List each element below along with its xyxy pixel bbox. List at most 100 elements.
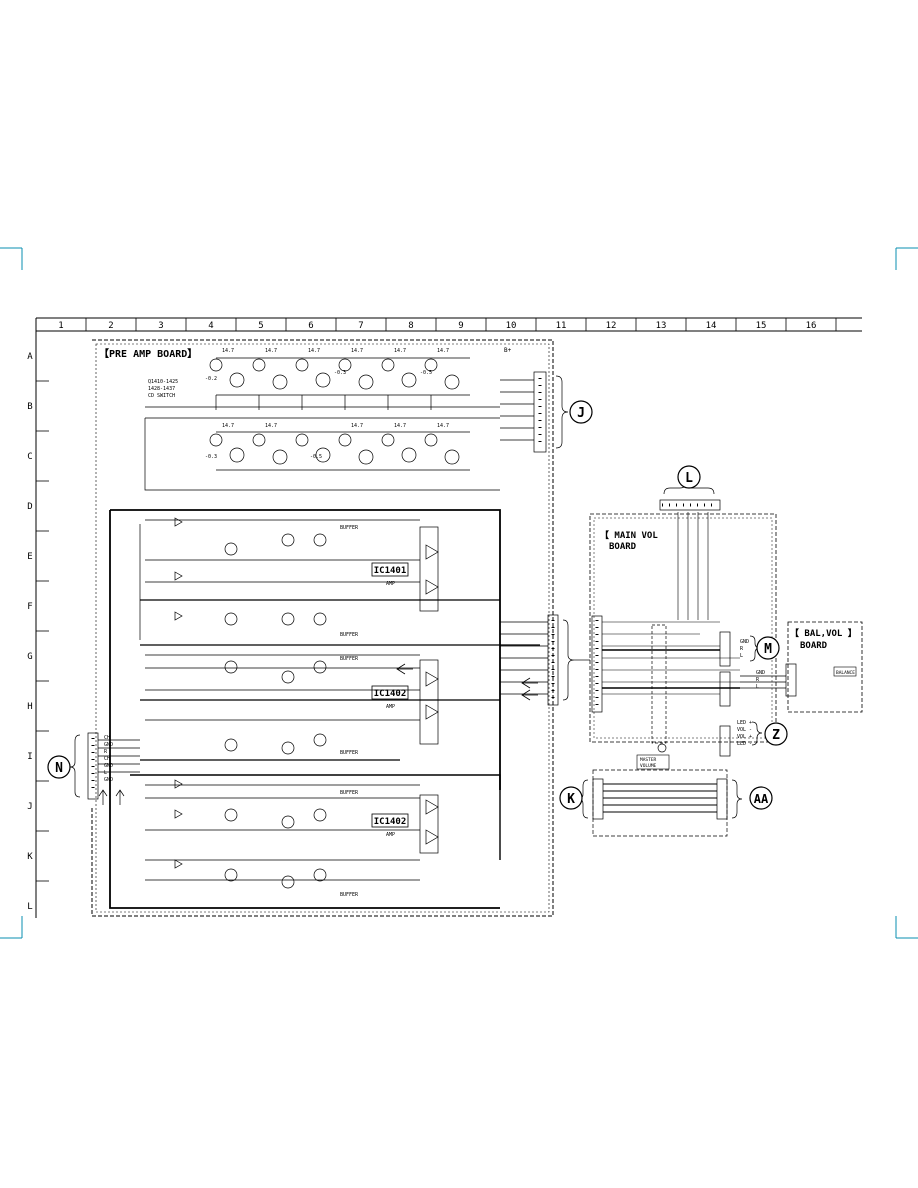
connector-k-label: K bbox=[567, 792, 575, 807]
transistor-row-2 bbox=[144, 417, 500, 491]
svg-text:14.7: 14.7 bbox=[308, 348, 320, 354]
connector-aa-label: AA bbox=[754, 792, 769, 806]
col-label: 1 bbox=[58, 321, 63, 331]
connector-z-bracket bbox=[751, 721, 763, 746]
svg-text:14.7: 14.7 bbox=[222, 348, 234, 354]
amp-block-3 bbox=[145, 779, 439, 889]
board-corner-mark: B+ bbox=[504, 347, 512, 354]
buffer-label: BUFFER bbox=[340, 525, 359, 531]
bal-vol-pins: GND R L bbox=[756, 670, 765, 690]
row-label: B bbox=[27, 402, 32, 412]
connector-z-label: Z bbox=[772, 728, 780, 743]
col-label: 11 bbox=[556, 321, 567, 331]
connector-aa: AA bbox=[749, 786, 773, 810]
transistor-row-1 bbox=[145, 357, 500, 410]
svg-text:VOL +: VOL + bbox=[737, 734, 752, 740]
amp-block-1 bbox=[139, 517, 439, 640]
svg-text:GND: GND bbox=[104, 742, 113, 748]
amp-block-2 bbox=[145, 654, 439, 755]
connector-l-label: L bbox=[685, 471, 693, 486]
svg-text:L: L bbox=[104, 770, 107, 776]
svg-text:L: L bbox=[756, 684, 759, 690]
col-label: 5 bbox=[258, 321, 263, 331]
pre-amp-board bbox=[91, 339, 554, 917]
bal-vol-board bbox=[740, 621, 863, 713]
svg-text:R: R bbox=[756, 677, 760, 683]
connector-pre-to-main bbox=[500, 614, 590, 706]
row-label: J bbox=[27, 802, 32, 812]
svg-text:VOL -: VOL - bbox=[737, 727, 752, 733]
bal-vol-board-title: 【 BAL,VOL 】 bbox=[790, 628, 857, 639]
buffer-label: BUFFER bbox=[340, 790, 359, 796]
connector-m-pins: GND R L bbox=[740, 639, 749, 659]
col-label: 7 bbox=[358, 321, 363, 331]
svg-text:-0.5: -0.5 bbox=[420, 370, 432, 376]
amp-label: AMP bbox=[386, 704, 395, 710]
connector-l: L bbox=[677, 465, 701, 489]
connector-z-pins: LED + VOL - VOL + LED - bbox=[737, 720, 752, 747]
svg-text:14.7: 14.7 bbox=[437, 348, 449, 354]
col-label: 4 bbox=[208, 321, 213, 331]
switch-note: Q1410-1425 bbox=[148, 379, 178, 385]
col-label: 9 bbox=[458, 321, 463, 331]
svg-text:-0.3: -0.3 bbox=[205, 454, 217, 460]
ic1401-label: IC1401 bbox=[374, 566, 407, 576]
col-label: 8 bbox=[408, 321, 413, 331]
buffer-label: BUFFER bbox=[340, 632, 359, 638]
main-vol-board-title: 【 MAIN VOL bbox=[600, 530, 658, 541]
row-label: C bbox=[27, 452, 32, 462]
row-label: E bbox=[27, 552, 32, 562]
svg-text:-0.3: -0.3 bbox=[334, 370, 346, 376]
col-label: 3 bbox=[158, 321, 163, 331]
row-label: L bbox=[27, 902, 32, 912]
voltage-labels-row-2: 14.7 14.7 14.7 14.7 14.7 -0.3 -0.5 bbox=[205, 423, 449, 460]
master-volume-label: MASTER bbox=[640, 757, 657, 763]
svg-text:LED +: LED + bbox=[737, 720, 752, 726]
col-label: 12 bbox=[606, 321, 617, 331]
svg-text:L: L bbox=[740, 653, 743, 659]
k-aa-board bbox=[577, 769, 743, 837]
row-label: A bbox=[27, 352, 33, 362]
svg-text:14.7: 14.7 bbox=[351, 348, 363, 354]
buffer-label: BUFFER bbox=[340, 656, 359, 662]
col-label: 2 bbox=[108, 321, 113, 331]
svg-text:GND: GND bbox=[104, 777, 113, 783]
svg-text:LED -: LED - bbox=[737, 741, 752, 747]
ic1401-box bbox=[371, 562, 409, 577]
amp-label: AMP bbox=[386, 832, 395, 838]
column-labels: 1 2 3 4 5 6 7 8 9 10 11 12 13 14 15 16 bbox=[58, 321, 816, 331]
svg-text:-0.2: -0.2 bbox=[205, 376, 217, 382]
bal-vol-board-title: BOARD bbox=[800, 641, 828, 651]
connector-j-label: J bbox=[577, 406, 585, 421]
col-label: 16 bbox=[806, 321, 817, 331]
buffer-label: BUFFER bbox=[340, 892, 359, 898]
connector-j: J bbox=[569, 400, 593, 424]
voltage-labels-row-1: 14.7 14.7 14.7 14.7 14.7 14.7 -0.2 -0.3 … bbox=[205, 348, 449, 382]
pre-amp-board-title: 【PRE AMP BOARD】 bbox=[99, 347, 197, 360]
svg-text:14.7: 14.7 bbox=[394, 348, 406, 354]
row-label: K bbox=[27, 852, 33, 862]
connector-j-header bbox=[500, 371, 569, 453]
col-label: 15 bbox=[756, 321, 767, 331]
balance-label: BALANCE bbox=[836, 670, 855, 676]
col-label: 6 bbox=[308, 321, 313, 331]
ic1402-box bbox=[371, 813, 409, 828]
connector-m: M bbox=[756, 636, 780, 660]
svg-text:14.7: 14.7 bbox=[394, 423, 406, 429]
ic1402-label: IC1402 bbox=[374, 689, 407, 699]
main-vol-board-title: BOARD bbox=[609, 542, 637, 552]
svg-text:14.7: 14.7 bbox=[265, 348, 277, 354]
connector-k: K bbox=[559, 786, 583, 810]
svg-text:GND: GND bbox=[104, 763, 113, 769]
svg-text:14.7: 14.7 bbox=[437, 423, 449, 429]
grid-frame bbox=[35, 317, 862, 918]
svg-text:14.7: 14.7 bbox=[351, 423, 363, 429]
col-label: 10 bbox=[506, 321, 517, 331]
row-label: H bbox=[27, 702, 32, 712]
master-volume-label: VOLUME bbox=[640, 763, 657, 769]
main-vol-board bbox=[589, 481, 777, 770]
row-label: I bbox=[27, 752, 32, 762]
ic1402-box bbox=[371, 685, 409, 700]
svg-text:CH: CH bbox=[104, 735, 110, 741]
